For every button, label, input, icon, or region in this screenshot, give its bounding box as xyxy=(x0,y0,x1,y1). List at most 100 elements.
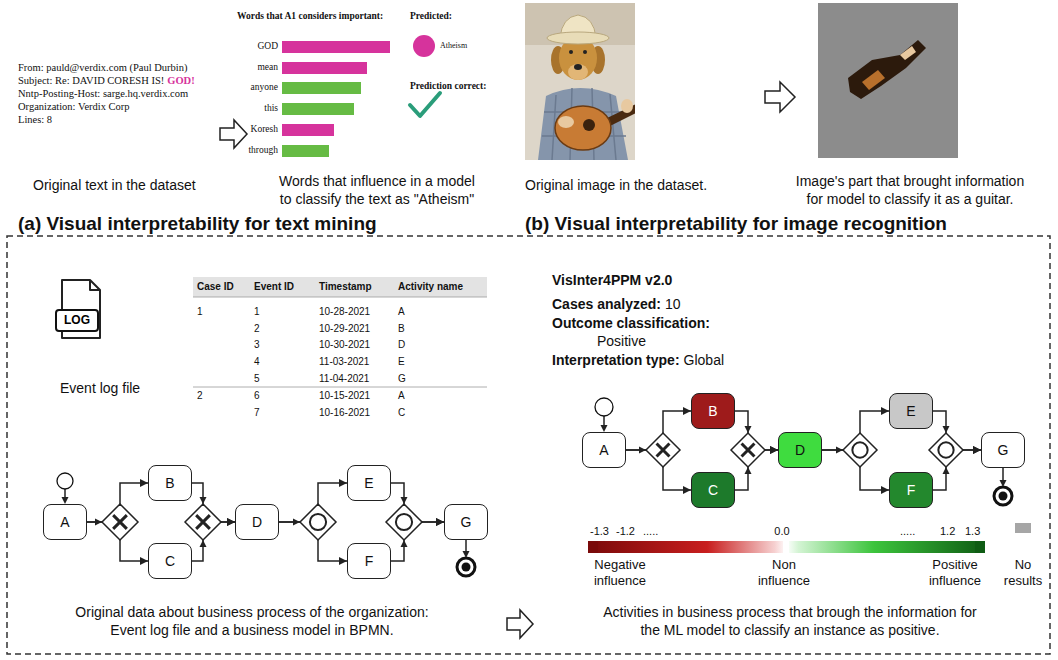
masked-image xyxy=(862,70,885,90)
start-event xyxy=(595,398,613,432)
field-name: Cases analyzed: xyxy=(552,296,661,313)
importance-bar xyxy=(282,41,390,53)
dog-photo xyxy=(583,119,595,131)
chart-heading: Prediction correct: xyxy=(410,81,486,92)
flow-arrowhead xyxy=(62,497,69,504)
task-box: D xyxy=(778,432,822,468)
exclusive-mark xyxy=(742,444,755,457)
flow-arrowhead xyxy=(745,467,752,474)
task-label: B xyxy=(708,403,717,420)
task-label: C xyxy=(165,553,175,570)
table-header: Event ID xyxy=(254,281,294,293)
email-line: Nntp-Posting-Host: sarge.hq.verdix.com xyxy=(18,88,188,101)
table-cell: 11-04-2021 xyxy=(319,373,369,385)
table-cell: E xyxy=(398,356,405,368)
highlighted-word: GOD! xyxy=(167,75,194,88)
flow-arrowhead xyxy=(836,447,843,454)
legend-swatch xyxy=(588,541,598,553)
table-header: Case ID xyxy=(197,281,234,293)
bar-label: anyone xyxy=(251,82,278,93)
email-line: From: pauld@verdix.com (Paul Durbin) xyxy=(18,62,187,75)
dog-photo xyxy=(547,32,609,44)
scale-value: -1.3 xyxy=(590,525,609,538)
task-label: D xyxy=(252,514,262,531)
table-cell: 10-29-2021 xyxy=(319,323,370,335)
gateway-diamond xyxy=(185,497,221,547)
table-header: Timestamp xyxy=(319,281,372,293)
table-cell: 4 xyxy=(254,356,260,368)
task-box: E xyxy=(889,393,933,429)
flow-line xyxy=(64,489,66,498)
tool-title: VisInter4PPM v2.0 xyxy=(552,272,672,289)
end-event xyxy=(457,558,475,576)
importance-bar xyxy=(282,62,367,74)
gateway-diamond xyxy=(731,433,765,467)
inclusive-mark xyxy=(938,442,953,457)
table-cell: C xyxy=(398,407,405,419)
end-event xyxy=(457,540,475,576)
flow-arrowhead xyxy=(401,497,408,504)
legend-label: Negative influence xyxy=(585,557,655,589)
table-cell: 6 xyxy=(254,390,260,402)
task-label: E xyxy=(364,475,373,492)
caption: Words that influence in a model to class… xyxy=(275,172,479,208)
bar-label: Koresh xyxy=(251,124,278,135)
caption: Image's part that brought information fo… xyxy=(792,172,1028,208)
gateway-diamond xyxy=(731,426,765,474)
dog-photo xyxy=(568,64,588,80)
flow-arrowhead xyxy=(601,425,608,432)
dashed-frame xyxy=(7,236,1050,654)
caption: Original data about business process of … xyxy=(65,603,440,639)
task-label: A xyxy=(60,514,69,531)
scale-value: ..... xyxy=(643,525,658,538)
field-value: Global xyxy=(684,352,724,369)
inclusive-mark xyxy=(852,442,867,457)
color-scale xyxy=(588,541,985,553)
flow-line xyxy=(1002,468,1004,481)
field-name: Interpretation type: xyxy=(552,352,680,369)
gateway-diamond xyxy=(929,433,963,467)
field-value: Positive xyxy=(597,333,646,350)
chart-heading: Predicted: xyxy=(410,11,452,22)
bar-label: mean xyxy=(257,62,278,73)
class-dot xyxy=(413,35,435,57)
table-cell: 3 xyxy=(254,339,260,351)
bar-label: this xyxy=(264,103,278,114)
dog-photo xyxy=(558,116,574,128)
inclusive-mark xyxy=(310,514,326,530)
gateway-diamond xyxy=(386,504,422,540)
start-event xyxy=(57,473,73,489)
task-label: G xyxy=(998,442,1009,459)
legend-swatch xyxy=(975,541,985,553)
legend-label: Non influence xyxy=(749,557,819,589)
task-box: F xyxy=(889,472,933,508)
email-line: Lines: 8 xyxy=(18,114,52,127)
gateway-diamond xyxy=(836,433,877,467)
hollow-arrow xyxy=(220,82,795,638)
chart-title: Words that A1 considers important: xyxy=(237,11,383,22)
hollow-arrow xyxy=(220,120,247,148)
inclusive-mark xyxy=(396,514,412,530)
task-box: A xyxy=(582,432,626,468)
check-mark xyxy=(410,93,440,116)
exclusive-mark xyxy=(113,515,127,529)
log-badge: LOG xyxy=(55,309,99,332)
table-cell: 2 xyxy=(197,390,203,402)
importance-bar xyxy=(282,82,361,94)
dog-photo xyxy=(583,50,587,54)
importance-bar xyxy=(282,124,334,136)
task-box: D xyxy=(235,504,279,540)
legend-label: No results xyxy=(997,557,1049,589)
caption: Original text in the dataset xyxy=(33,177,196,194)
flow-line xyxy=(603,416,605,426)
class-label: Atheism xyxy=(440,41,467,51)
legend-label: Positive influence xyxy=(920,557,990,589)
check-mark xyxy=(410,93,440,116)
field-name: Outcome classification: xyxy=(552,315,710,332)
dog-photo xyxy=(621,99,633,113)
table-header: Activity name xyxy=(398,281,463,293)
table-cell: D xyxy=(398,339,405,351)
dog-photo xyxy=(555,106,611,150)
scale-value: ..... xyxy=(900,525,915,538)
task-label: B xyxy=(165,475,174,492)
